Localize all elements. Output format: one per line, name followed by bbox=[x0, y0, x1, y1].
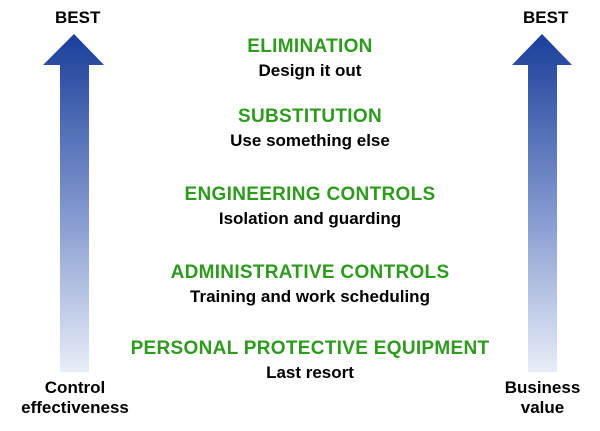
level-ppe: PERSONAL PROTECTIVE EQUIPMENT Last resor… bbox=[0, 338, 600, 383]
level-subtitle: Design it out bbox=[258, 61, 362, 80]
right-axis-line-1: Business bbox=[504, 378, 581, 397]
right-axis-line-2: value bbox=[520, 398, 565, 417]
level-subtitle: Isolation and guarding bbox=[218, 209, 402, 228]
level-administrative-controls: ADMINISTRATIVE CONTROLS Training and wor… bbox=[0, 262, 600, 307]
level-subtitle: Last resort bbox=[266, 363, 354, 382]
left-axis-label: Control effectiveness bbox=[0, 378, 150, 418]
level-subtitle: Training and work scheduling bbox=[190, 287, 430, 306]
level-title: SUBSTITUTION bbox=[238, 106, 382, 127]
right-arrow-icon bbox=[512, 34, 572, 372]
left-axis-line-2: effectiveness bbox=[21, 398, 129, 417]
level-title: PERSONAL PROTECTIVE EQUIPMENT bbox=[130, 338, 490, 359]
level-subtitle: Use something else bbox=[230, 131, 390, 150]
level-substitution: SUBSTITUTION Use something else bbox=[0, 106, 600, 151]
left-axis-line-1: Control bbox=[44, 378, 106, 397]
right-best-label: BEST bbox=[523, 8, 569, 27]
level-engineering-controls: ENGINEERING CONTROLS Isolation and guard… bbox=[0, 184, 600, 229]
level-title: ADMINISTRATIVE CONTROLS bbox=[170, 262, 450, 283]
left-best-label: BEST bbox=[55, 8, 101, 27]
left-arrow-icon bbox=[43, 34, 104, 372]
right-axis-label: Business value bbox=[490, 378, 595, 418]
level-title: ELIMINATION bbox=[247, 36, 373, 57]
level-title: ENGINEERING CONTROLS bbox=[184, 184, 436, 205]
level-elimination: ELIMINATION Design it out bbox=[0, 36, 600, 81]
